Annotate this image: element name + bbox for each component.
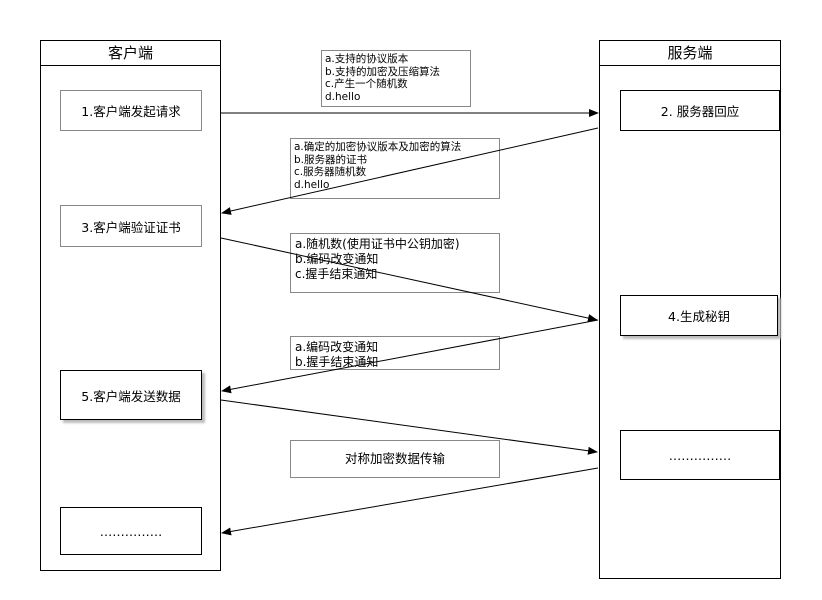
message-client-hello-line-c: c.产生一个随机数 — [325, 78, 408, 90]
server-step-2: 2. 服务器回应 — [620, 90, 780, 131]
message-client-hello: a.支持的协议版本 b.支持的加密及压缩算法 c.产生一个随机数 d.hello — [321, 50, 471, 107]
server-step-4: 4.生成秘钥 — [620, 295, 778, 336]
server-step-ellipsis: …………… — [620, 430, 780, 480]
message-server-hello: a.确定的加密协议版本及加密的算法 b.服务器的证书 c.服务器随机数 d.he… — [290, 138, 500, 199]
client-step-ellipsis: …………… — [60, 507, 202, 555]
message-server-hello-line-c: c.服务器随机数 — [294, 166, 367, 178]
message-server-finished: a.编码改变通知 b.握手结束通知 — [290, 336, 500, 370]
client-step-5: 5.客户端发送数据 — [60, 370, 202, 420]
message-symmetric-transfer: 对称加密数据传输 — [290, 440, 500, 478]
message-client-hello-line-a: a.支持的协议版本 — [325, 53, 409, 65]
message-key-exchange-line-a: a.随机数(使用证书中公钥加密) — [295, 237, 460, 251]
message-server-finished-line-a: a.编码改变通知 — [295, 340, 379, 354]
client-lane-title: 客户端 — [41, 41, 220, 66]
message-client-hello-line-b: b.支持的加密及压缩算法 — [325, 65, 441, 78]
message-key-exchange-line-b: b.编码改变通知 — [295, 252, 379, 266]
server-lane-title: 服务端 — [600, 41, 780, 66]
message-key-exchange-line-c: c.握手结束通知 — [295, 267, 378, 281]
message-server-finished-line-b: b.握手结束通知 — [295, 355, 379, 369]
message-server-hello-line-b: b.服务器的证书 — [294, 153, 368, 166]
message-server-hello-line-a: a.确定的加密协议版本及加密的算法 — [294, 141, 462, 153]
message-server-hello-line-d: d.hello — [294, 178, 330, 191]
message-client-hello-line-d: d.hello — [325, 90, 361, 103]
client-step-1: 1.客户端发起请求 — [60, 90, 202, 131]
client-step-3: 3.客户端验证证书 — [60, 205, 202, 247]
message-key-exchange: a.随机数(使用证书中公钥加密) b.编码改变通知 c.握手结束通知 — [290, 233, 500, 293]
